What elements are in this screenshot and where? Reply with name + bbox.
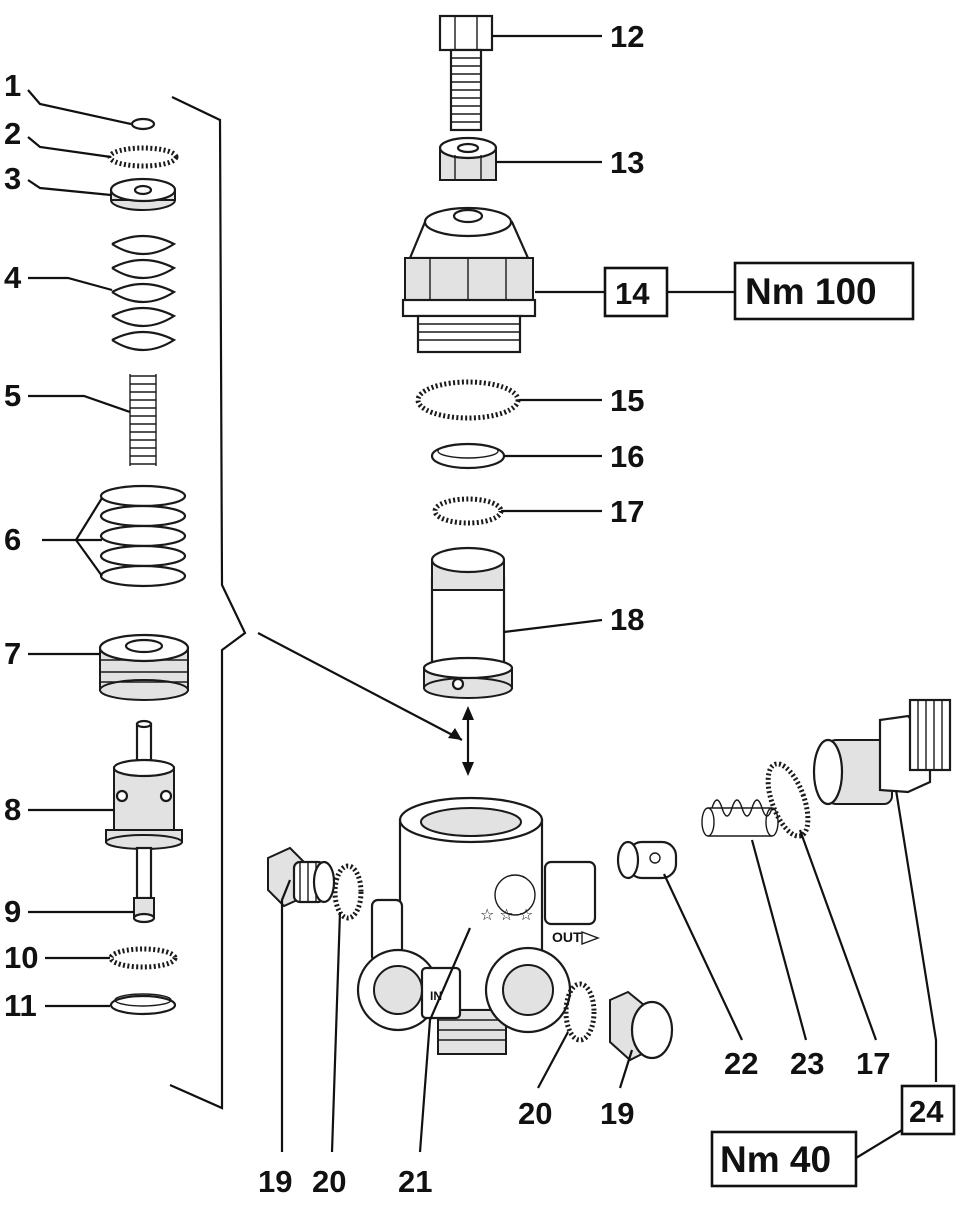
callout-19-right: 19	[600, 1096, 634, 1131]
callout-9: 9	[4, 894, 21, 929]
callout-21: 21	[398, 1164, 432, 1199]
torque-label-part-14: Nm 100	[745, 271, 877, 312]
part-22-check-valve	[616, 840, 678, 880]
callout-24-box: 24	[900, 1084, 956, 1136]
part-13-nut	[438, 136, 498, 181]
leader-lines	[27, 34, 938, 1159]
callout-8: 8	[4, 792, 21, 827]
part-3-valve-seat	[109, 177, 177, 211]
callout-1: 1	[4, 68, 21, 103]
part-20-gasket-left	[332, 863, 364, 921]
callout-14: 14	[615, 276, 650, 311]
torque-label-part-24: Nm 40	[720, 1139, 831, 1180]
callout-17: 17	[610, 494, 644, 529]
torque-box-part-14: Nm 100	[733, 261, 915, 321]
callout-13: 13	[610, 145, 644, 180]
callout-7: 7	[4, 636, 21, 671]
assembly-bracket	[169, 96, 463, 1110]
callout-16: 16	[610, 439, 644, 474]
part-21-valve-body: IN OUT ☆ ☆ ☆	[356, 796, 600, 1055]
part-17-gasket-right	[765, 761, 811, 839]
svg-text:☆ ☆ ☆: ☆ ☆ ☆	[480, 905, 533, 924]
part-7-piston	[98, 633, 190, 701]
part-8-valve-stem	[105, 719, 183, 900]
part-15-gasket	[415, 379, 521, 421]
callout-14-box: 14	[603, 266, 669, 318]
callout-11: 11	[4, 988, 37, 1023]
callout-23: 23	[790, 1046, 824, 1081]
torque-box-part-24: Nm 40	[710, 1130, 858, 1188]
callout-2: 2	[4, 116, 21, 151]
part-19-plug-left	[267, 846, 336, 908]
exploded-arrow	[462, 706, 474, 776]
part-24-fitting	[812, 698, 952, 806]
part-17-gasket	[432, 496, 504, 526]
part-16-ring	[430, 442, 506, 470]
part-12-bolt	[438, 14, 494, 132]
part-1-small-ring	[130, 117, 156, 131]
callout-20-right: 20	[518, 1096, 552, 1131]
callout-20-left: 20	[312, 1164, 346, 1199]
part-14-cap	[401, 206, 537, 354]
part-2-gasket	[107, 145, 179, 169]
callout-6: 6	[4, 522, 21, 557]
callout-19-left: 19	[258, 1164, 292, 1199]
part-10-gasket	[108, 946, 178, 970]
callout-labels: 1 2 3 4 5 6 7 8 9 10 11 12 13 15 16 17 1…	[4, 19, 890, 1199]
callout-15: 15	[610, 383, 644, 418]
part-19-plug-right	[609, 990, 674, 1062]
callout-24: 24	[909, 1094, 944, 1129]
part-9-pin-head	[132, 897, 156, 924]
part-4-large-spring	[111, 234, 177, 351]
callout-12: 12	[610, 19, 644, 54]
part-5-small-spring	[129, 372, 157, 468]
out-marking: OUT	[552, 929, 582, 945]
part-11-ring	[109, 993, 177, 1016]
callout-17-right: 17	[856, 1046, 890, 1081]
callout-18: 18	[610, 602, 644, 637]
part-6-spring-rings	[99, 484, 187, 588]
callout-5: 5	[4, 378, 21, 413]
part-23-spring	[701, 799, 779, 837]
callout-3: 3	[4, 161, 21, 196]
part-18-sleeve	[422, 546, 514, 699]
callout-4: 4	[4, 260, 22, 295]
callout-22: 22	[724, 1046, 758, 1081]
callout-10: 10	[4, 940, 38, 975]
part-20-gasket-right	[563, 981, 597, 1043]
